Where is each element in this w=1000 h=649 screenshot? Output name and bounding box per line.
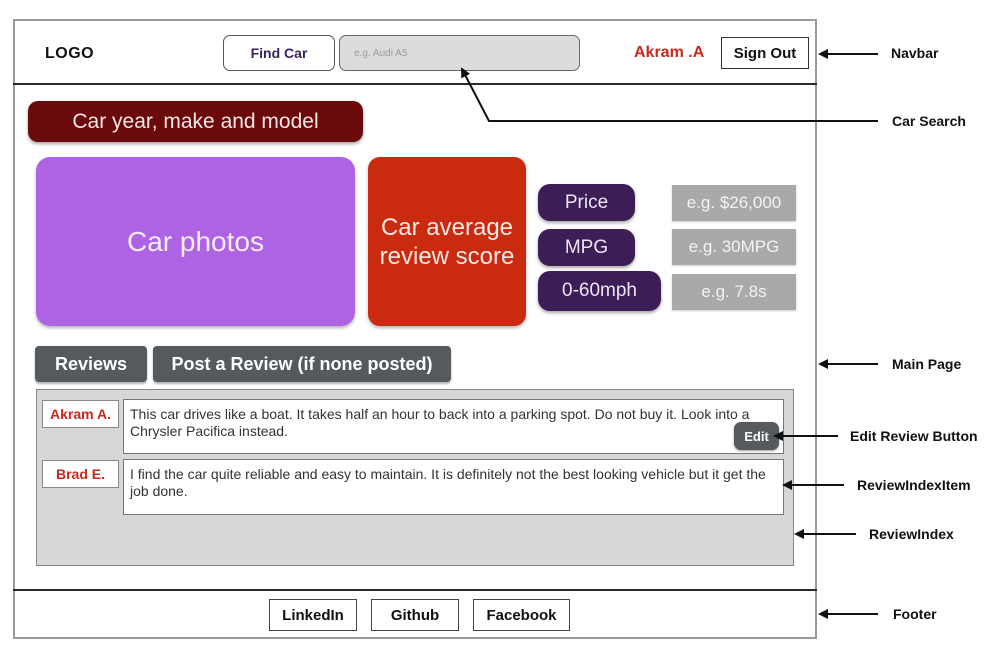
tab-post-review[interactable]: Post a Review (if none posted) [153,346,451,382]
average-review-score: Car average review score [368,157,526,326]
sign-out-button[interactable]: Sign Out [721,37,809,69]
annotation-main-page: Main Page [892,356,962,372]
facebook-link[interactable]: Facebook [473,599,570,631]
user-name[interactable]: Akram .A [634,44,705,61]
github-link[interactable]: Github [371,599,459,631]
annotation-navbar: Navbar [891,45,939,61]
annotation-edit-review-button: Edit Review Button [850,428,978,444]
price-label: Price [538,184,635,221]
car-photos[interactable]: Car photos [36,157,355,326]
acceleration-value: e.g. 7.8s [672,274,796,310]
review-text: This car drives like a boat. It takes ha… [123,399,784,454]
review-author: Brad E. [42,460,119,488]
find-car-button[interactable]: Find Car [223,35,335,71]
mpg-label: MPG [538,229,635,266]
footer-divider [13,589,817,591]
edit-review-button[interactable]: Edit [734,422,779,450]
average-score-line-1: Car average [380,213,514,241]
navbar-divider [13,83,817,85]
linkedin-link[interactable]: LinkedIn [269,599,357,631]
car-title: Car year, make and model [28,101,363,142]
tab-reviews[interactable]: Reviews [35,346,147,382]
acceleration-label: 0-60mph [538,271,661,311]
annotation-car-search: Car Search [892,113,966,129]
annotation-footer: Footer [893,606,937,622]
average-score-line-2: review score [379,242,515,270]
price-value: e.g. $26,000 [672,185,796,221]
annotation-review-index-item: ReviewIndexItem [857,477,971,493]
review-author: Akram A. [42,400,119,428]
review-text: I find the car quite reliable and easy t… [123,459,784,515]
mpg-value: e.g. 30MPG [672,229,796,265]
car-search-input[interactable]: e.g. Audi A5 [339,35,580,71]
annotation-review-index: ReviewIndex [869,526,954,542]
logo[interactable]: LOGO [45,45,95,62]
